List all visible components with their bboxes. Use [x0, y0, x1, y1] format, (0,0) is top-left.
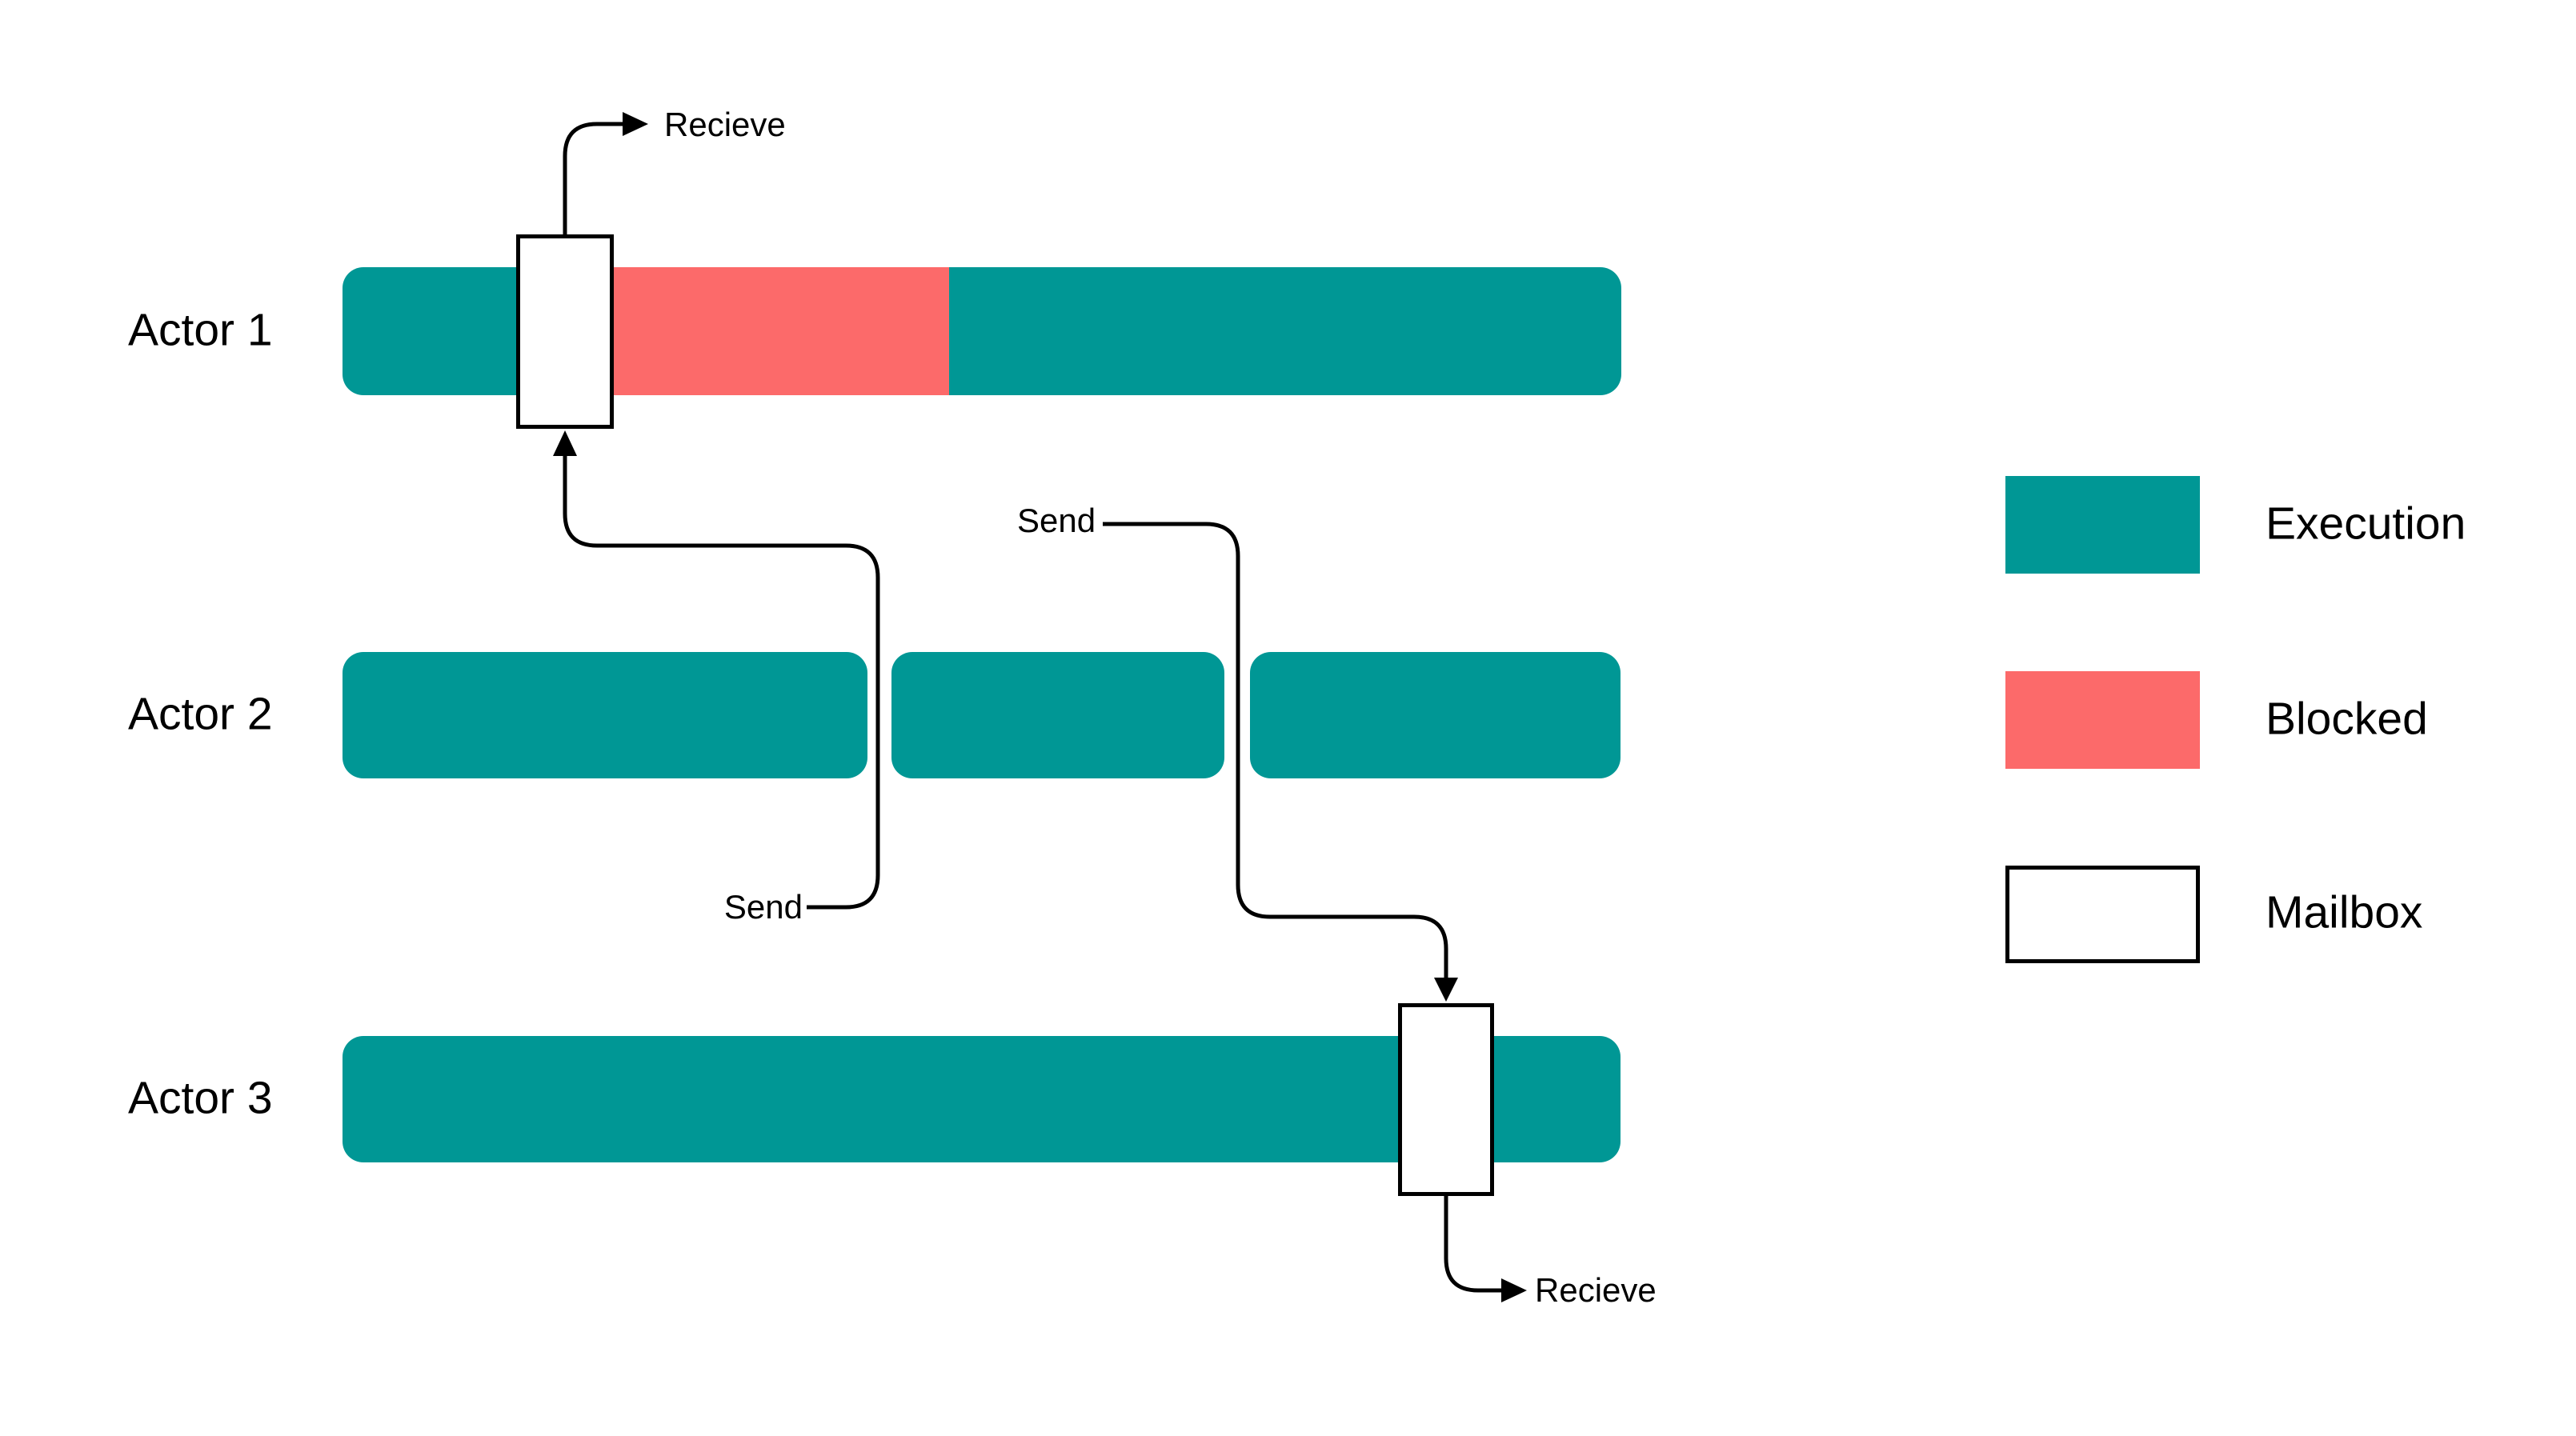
legend-execution-label: Execution	[2266, 498, 2466, 550]
legend-mailbox-swatch	[2005, 866, 2200, 963]
receive-bottom-label: Recieve	[1535, 1271, 1657, 1309]
legend-blocked-swatch	[2005, 671, 2200, 769]
send-to-actor-1-arrowhead	[553, 430, 577, 456]
send-to-actor-3-label: Send	[1017, 502, 1096, 539]
actor-2-execution-bar-3	[1250, 652, 1621, 778]
send-to-actor-1-label: Send	[723, 888, 803, 926]
actor-3-receive-line	[1444, 1196, 1501, 1293]
legend-mailbox-label: Mailbox	[2266, 886, 2423, 938]
actor-1-receive-line	[563, 122, 623, 234]
actor-1-label: Actor 1	[128, 304, 273, 356]
actor-2-execution-bar-2	[891, 652, 1224, 778]
legend-execution-swatch	[2005, 476, 2200, 574]
actor-3-receive-arrowhead	[1501, 1278, 1527, 1302]
legend-blocked-label: Blocked	[2266, 693, 2428, 745]
actor-3-label: Actor 3	[128, 1072, 273, 1124]
actor-1-blocked-segment	[614, 267, 949, 395]
actor-2-execution-bar-1	[343, 652, 867, 778]
receive-top-label: Recieve	[664, 106, 786, 143]
actor-1-mailbox	[516, 234, 614, 429]
actor-3-mailbox	[1398, 1003, 1494, 1196]
actor-1-receive-arrowhead	[623, 112, 648, 136]
actor-2-label: Actor 2	[128, 688, 273, 740]
send-to-actor-3-arrowhead	[1434, 978, 1458, 1002]
